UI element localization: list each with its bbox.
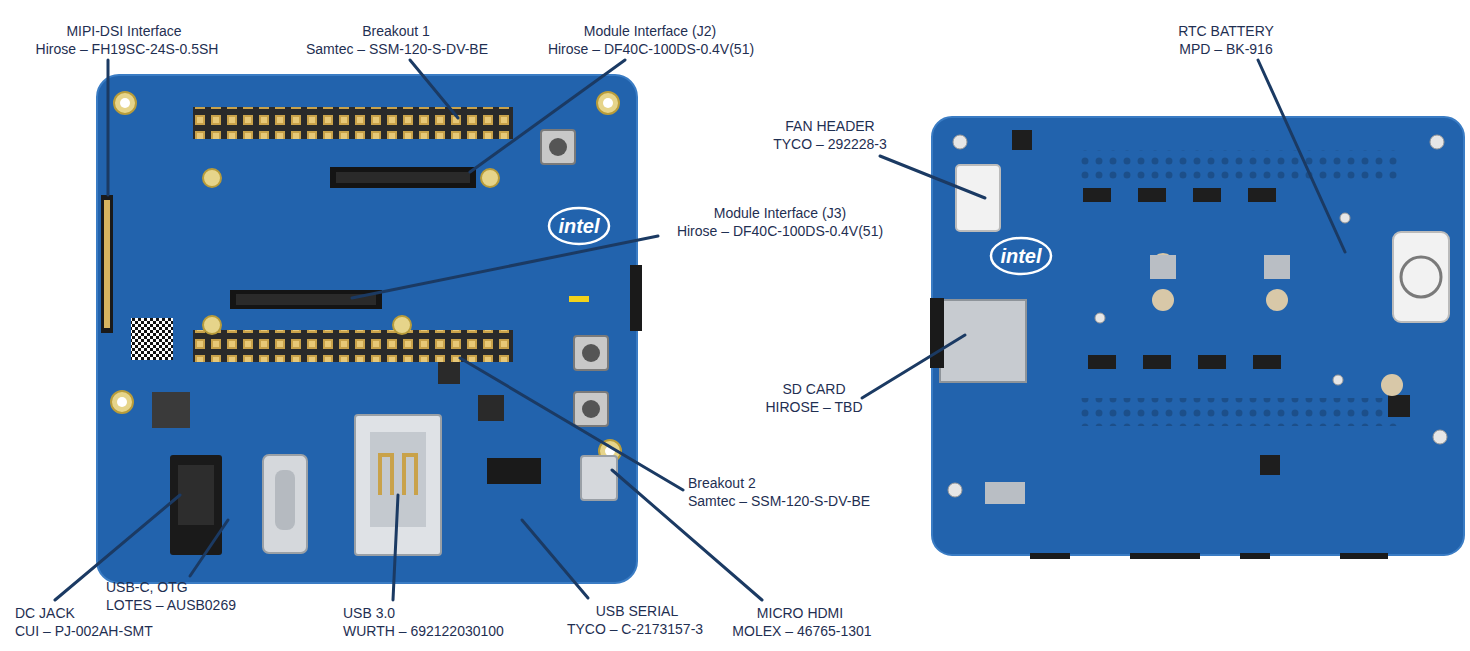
part-number: HIROSE – TBD bbox=[766, 398, 863, 416]
part-name: RTC BATTERY bbox=[1178, 22, 1274, 40]
logo-text: intel bbox=[1000, 245, 1041, 267]
part-name: SD CARD bbox=[782, 380, 845, 398]
part-number: CUI – PJ-002AH-SMT bbox=[15, 622, 153, 640]
part-number: Samtec – SSM-120-S-DV-BE bbox=[688, 492, 870, 510]
part-number: Hirose – DF40C-100DS-0.4V(51) bbox=[677, 222, 883, 240]
part-number: Samtec – SSM-120-S-DV-BE bbox=[306, 40, 488, 58]
part-name: MIPI-DSI Interface bbox=[66, 22, 181, 40]
part-number: WURTH – 692122030100 bbox=[343, 622, 504, 640]
part-number: Hirose – DF40C-100DS-0.4V(51) bbox=[548, 40, 754, 58]
part-name: Module Interface (J3) bbox=[714, 204, 846, 222]
part-name: DC JACK bbox=[15, 604, 75, 622]
part-number: MOLEX – 46765-1301 bbox=[732, 622, 871, 640]
part-number: TYCO – C-2173157-3 bbox=[567, 620, 703, 638]
part-number: MPD – BK-916 bbox=[1179, 40, 1272, 58]
part-name: Breakout 2 bbox=[688, 474, 756, 492]
part-number: LOTES – AUSB0269 bbox=[106, 596, 236, 614]
part-name: Breakout 1 bbox=[362, 22, 430, 40]
part-name: FAN HEADER bbox=[785, 117, 874, 135]
leader-lines bbox=[55, 60, 1345, 600]
part-name: USB SERIAL bbox=[596, 602, 678, 620]
part-name: USB 3.0 bbox=[343, 604, 395, 622]
part-number: TYCO – 292228-3 bbox=[773, 135, 887, 153]
logo-text: intel bbox=[558, 215, 599, 237]
part-name: USB-C, OTG bbox=[106, 578, 188, 596]
part-name: MICRO HDMI bbox=[757, 604, 843, 622]
part-number: Hirose – FH19SC-24S-0.5SH bbox=[36, 40, 219, 58]
part-name: Module Interface (J2) bbox=[584, 22, 716, 40]
